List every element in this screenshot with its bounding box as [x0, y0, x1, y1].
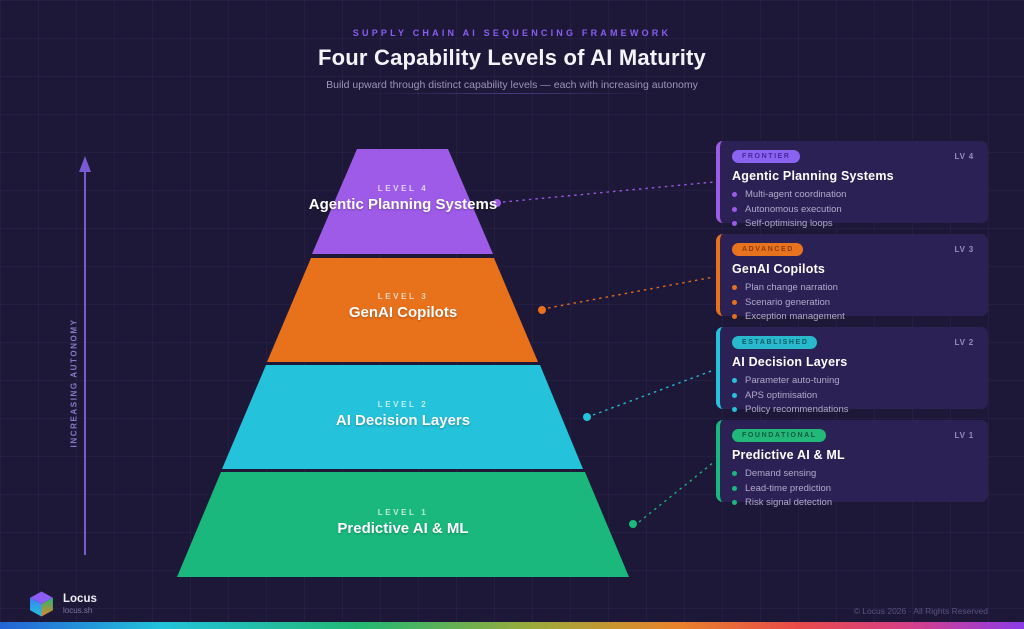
card-frontier-title: Agentic Planning Systems [732, 169, 894, 183]
bullet-dot-icon [732, 471, 737, 476]
lv2-label: LV 2 [954, 338, 974, 347]
brand-domain: locus.sh [63, 606, 93, 615]
pyramid-level-1-shape [177, 472, 629, 577]
lv1-label: LV 1 [954, 431, 974, 440]
level-1-title: Predictive AI & ML [337, 520, 469, 537]
card-frontier: FRONTIER LV 4 Agentic Planning Systems M… [716, 141, 988, 229]
list-item: Self-optimising loops [732, 218, 974, 229]
card-established: ESTABLISHED LV 2 AI Decision Layers Para… [716, 327, 988, 415]
pyramid-level-2-label: LEVEL 2 AI Decision Layers [253, 400, 553, 429]
header: SUPPLY CHAIN AI SEQUENCING FRAMEWORK Fou… [0, 28, 1024, 91]
bullet-dot-icon [732, 206, 737, 212]
connector-level-2 [583, 369, 715, 421]
pyramid-level-4-shape [312, 149, 493, 254]
bullet-dot-icon [732, 285, 737, 290]
connector-level-3 [538, 276, 715, 314]
list-item: Exception management [732, 311, 974, 322]
bullet-dot-icon [732, 192, 737, 197]
autonomy-axis-label: INCREASING AUTONOMY [69, 318, 79, 448]
pyramid-level-4-label: LEVEL 4 Agentic Planning Systems [253, 184, 553, 213]
list-item: Policy recommendations [732, 404, 974, 415]
level-3-tag: LEVEL 3 [377, 292, 429, 301]
level-4-title: Agentic Planning Systems [308, 196, 498, 213]
pyramid-level-3-shape [267, 258, 538, 362]
card-foundational-title: Predictive AI & ML [732, 448, 845, 462]
card-foundational: FOUNDATIONAL LV 1 Predictive AI & ML Dem… [716, 420, 988, 508]
level-4-tag: LEVEL 4 [377, 184, 429, 193]
established-badge: ESTABLISHED [732, 336, 818, 349]
pyramid-level-3-label: LEVEL 3 GenAI Copilots [253, 292, 553, 321]
page-title: Four Capability Levels of AI Maturity [318, 45, 706, 70]
bullet-dot-icon [732, 299, 737, 305]
header-eyebrow: SUPPLY CHAIN AI SEQUENCING FRAMEWORK [352, 28, 672, 38]
connector-level-4 [493, 181, 715, 207]
level-2-tag: LEVEL 2 [377, 400, 429, 409]
list-item: Plan change narration [732, 282, 974, 293]
level-3-title: GenAI Copilots [348, 304, 458, 321]
lv3-label: LV 3 [954, 245, 974, 254]
header-divider [364, 93, 660, 94]
locus-cube-logo-icon [30, 591, 53, 617]
foundational-badge: FOUNDATIONAL [732, 429, 826, 442]
level-2-title: AI Decision Layers [335, 412, 471, 429]
pyramid-level-2-shape [222, 365, 583, 469]
pyramid-level-1-label: LEVEL 1 Predictive AI & ML [253, 508, 553, 537]
bullet-dot-icon [732, 485, 737, 491]
page-subtitle: Build upward through distinct capability… [326, 79, 698, 91]
level-1-tag: LEVEL 1 [377, 508, 429, 517]
list-item: Risk signal detection [732, 497, 974, 508]
bottom-gradient-bar [0, 622, 1024, 629]
bullet-dot-icon [732, 392, 737, 398]
frontier-badge: FRONTIER [732, 150, 800, 163]
connector-level-1 [629, 461, 715, 528]
brand-name: Locus [63, 593, 97, 605]
footer-brand: Locus locus.sh [28, 590, 97, 618]
list-item: Multi-agent coordination [732, 189, 974, 200]
card-advanced-title: GenAI Copilots [732, 262, 826, 276]
list-item: Lead-time prediction [732, 483, 974, 494]
copyright-text: © Locus 2026 · All Rights Reserved [853, 606, 988, 616]
bullet-dot-icon [732, 407, 737, 412]
advanced-badge: ADVANCED [732, 243, 803, 256]
list-item: Parameter auto-tuning [732, 375, 974, 386]
list-item: APS optimisation [732, 390, 974, 401]
bullet-dot-icon [732, 378, 737, 383]
bullet-dot-icon [732, 314, 737, 319]
list-item: Scenario generation [732, 297, 974, 308]
list-item: Demand sensing [732, 468, 974, 479]
card-established-title: AI Decision Layers [732, 355, 848, 369]
bullet-dot-icon [732, 221, 737, 226]
lv4-label: LV 4 [954, 152, 974, 161]
bullet-dot-icon [732, 500, 737, 505]
list-item: Autonomous execution [732, 204, 974, 215]
card-advanced: ADVANCED LV 3 GenAI Copilots Plan change… [716, 234, 988, 322]
autonomy-arrow [79, 156, 91, 555]
